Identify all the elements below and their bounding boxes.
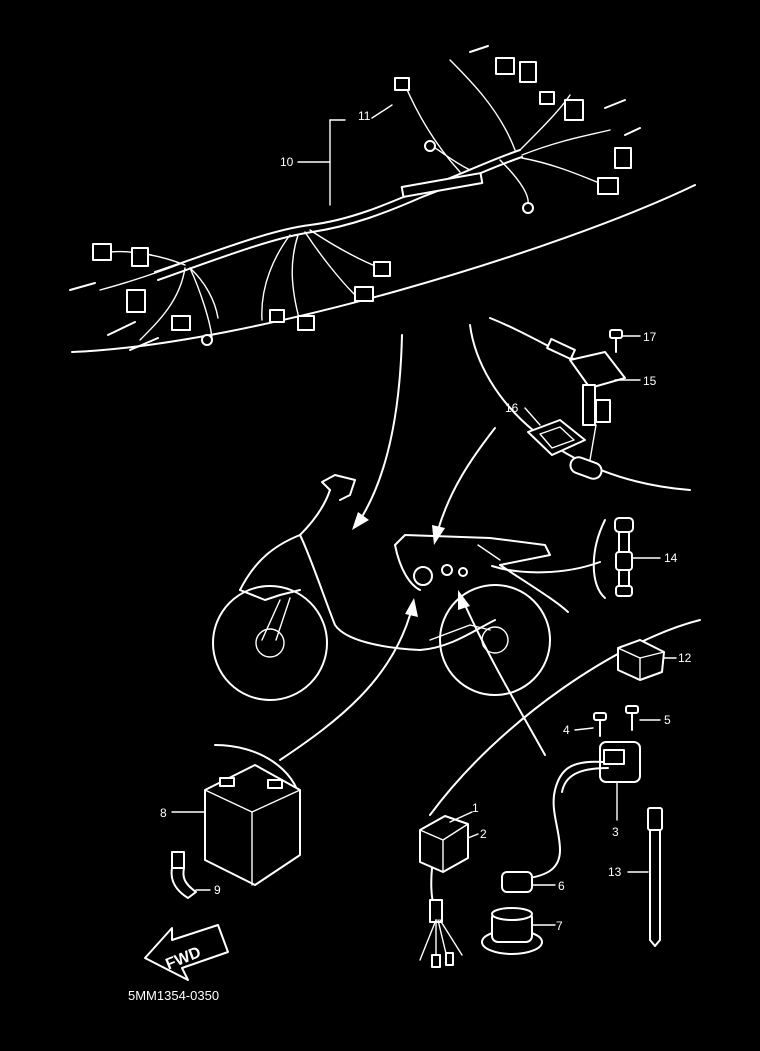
fuse-section-boundary <box>592 519 606 599</box>
battery <box>171 764 301 886</box>
relay <box>617 639 677 681</box>
callout-3: 3 <box>612 825 619 839</box>
callout-17: 17 <box>643 330 657 344</box>
cable-strap <box>627 807 663 947</box>
fuel-sender-leaders <box>524 335 641 426</box>
harness-section-boundary <box>71 184 696 353</box>
harness-leaders <box>297 104 393 206</box>
callout-8: 8 <box>160 806 167 820</box>
callout-2: 2 <box>480 827 487 841</box>
callout-4: 4 <box>563 723 570 737</box>
callout-5: 5 <box>664 713 671 727</box>
callout-14: 14 <box>664 551 678 565</box>
callout-1: 1 <box>472 801 479 815</box>
wire-harness <box>69 45 641 351</box>
forward-arrow <box>144 924 229 981</box>
screws <box>574 705 661 737</box>
callout-6: 6 <box>558 879 565 893</box>
ignition-coil <box>529 741 641 879</box>
scooter-silhouette <box>212 474 569 701</box>
callout-15: 15 <box>643 374 657 388</box>
callout-11: 11 <box>358 109 371 123</box>
callout-13: 13 <box>608 865 622 879</box>
cdi-unit <box>419 811 479 968</box>
pointer-arrows <box>279 334 601 761</box>
spark-plug-cover <box>481 907 556 955</box>
breather-hose <box>170 851 211 899</box>
callout-9: 9 <box>214 883 221 897</box>
callout-7: 7 <box>556 919 563 933</box>
spark-plug-cap <box>501 871 556 893</box>
callout-labels: 1 2 3 4 5 6 7 8 9 10 11 12 13 14 15 16 1… <box>160 109 692 933</box>
fuse-holder <box>614 517 661 597</box>
callout-12: 12 <box>678 651 692 665</box>
callout-10: 10 <box>280 155 294 169</box>
callout-16: 16 <box>505 401 519 415</box>
electrical-parts-section-boundary <box>429 619 701 816</box>
drawing-code: 5MM1354-0350 <box>128 988 219 1003</box>
fuel-sender-unit <box>489 317 626 480</box>
